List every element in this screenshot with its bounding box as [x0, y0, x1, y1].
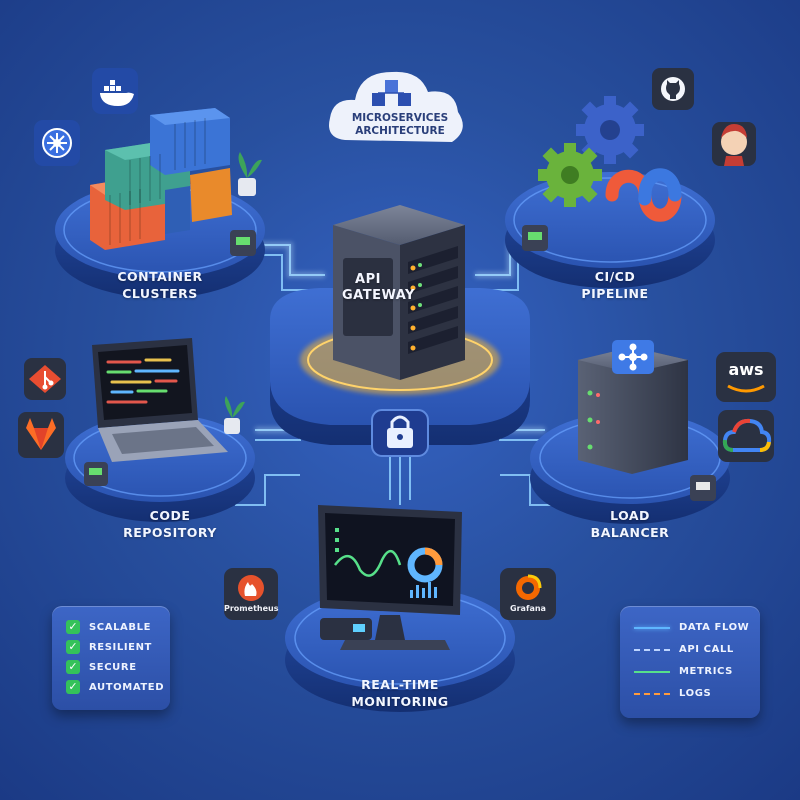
checkmark-icon: ✓	[66, 660, 80, 674]
infinity-icon	[605, 168, 682, 222]
load-balancer-label: LOAD BALANCER	[590, 508, 670, 540]
container-clusters-platform	[55, 108, 265, 298]
code-repository-label: CODE REPOSITORY	[123, 508, 217, 540]
checkmark-icon: ✓	[66, 640, 80, 654]
legend-row: METRICS	[634, 666, 733, 677]
network-node-icon	[84, 462, 108, 486]
grafana-icon	[500, 568, 556, 620]
legend-label: LOGS	[679, 688, 712, 699]
legend-card: DATA FLOW API CALL METRICS LOGS	[620, 606, 760, 718]
legend-row: LOGS	[634, 688, 711, 699]
cubes-icon	[372, 80, 411, 106]
network-node-icon	[230, 230, 256, 256]
feature-row: ✓ SCALABLE	[66, 620, 151, 634]
feature-label: SCALABLE	[89, 621, 152, 633]
legend-label: METRICS	[679, 666, 733, 677]
network-node-icon	[690, 475, 716, 501]
legend-label: API CALL	[679, 644, 734, 655]
feature-label: AUTOMATED	[89, 681, 165, 693]
header-cloud	[329, 71, 463, 142]
legend-row: DATA FLOW	[634, 622, 749, 633]
server-stack-icon	[578, 340, 688, 474]
legend-row: API CALL	[634, 644, 734, 655]
feature-label: RESILIENT	[89, 641, 152, 653]
prometheus-icon	[224, 568, 278, 620]
aws-label: aws	[728, 360, 764, 379]
shipping-containers	[90, 108, 232, 250]
checkmark-icon: ✓	[66, 680, 80, 694]
gear-icon	[538, 143, 602, 207]
api-gateway-label: API GATEWAY	[342, 272, 415, 303]
kubernetes-icon	[34, 120, 80, 166]
feature-row: ✓ RESILIENT	[66, 640, 152, 654]
architecture-title: MICROSERVICES ARCHITECTURE	[351, 112, 449, 137]
gitlab-icon	[18, 412, 64, 458]
feature-label: SECURE	[89, 661, 137, 673]
feature-row: ✓ AUTOMATED	[66, 680, 164, 694]
plant-icon	[238, 152, 262, 196]
data-flow-line	[634, 626, 670, 629]
docker-icon	[92, 68, 138, 114]
lock-icon	[371, 409, 429, 457]
feature-row: ✓ SECURE	[66, 660, 137, 674]
real-time-monitoring-label: REAL-TIME MONITORING	[351, 677, 449, 709]
container-clusters-label: CONTAINER CLUSTERS	[117, 269, 203, 301]
legend-label: DATA FLOW	[679, 622, 750, 633]
api-gateway-server	[333, 205, 465, 380]
logs-line	[634, 692, 670, 695]
cicd-pipeline-label: CI/CD PIPELINE	[581, 269, 649, 301]
metrics-line	[634, 670, 670, 673]
features-card: ✓ SCALABLE ✓ RESILIENT ✓ SECURE ✓ AUTOMA…	[52, 606, 170, 710]
api-call-line	[634, 648, 670, 651]
aws-icon	[716, 352, 776, 402]
github-icon	[652, 68, 694, 110]
monitor-icon	[318, 505, 462, 650]
google-cloud-icon	[718, 410, 774, 462]
checkmark-icon: ✓	[66, 620, 80, 634]
prometheus-label: Prometheus	[224, 604, 279, 613]
plant-icon	[224, 396, 245, 434]
laptop-icon	[92, 338, 228, 462]
cicd-platform	[505, 96, 715, 288]
jenkins-icon	[712, 122, 756, 166]
monitoring-platform	[285, 505, 515, 712]
load-balancer-platform	[530, 340, 730, 524]
git-icon	[24, 358, 66, 400]
code-repository-platform	[65, 338, 255, 522]
grafana-label: Grafana	[510, 604, 546, 613]
network-node-icon	[522, 225, 548, 251]
